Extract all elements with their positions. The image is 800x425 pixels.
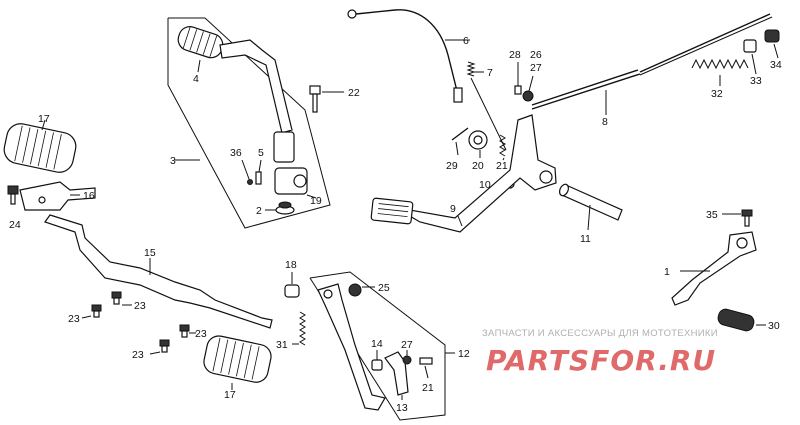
callout-4: 4	[193, 73, 199, 85]
part-34-nut	[764, 29, 780, 59]
callout-18: 18	[285, 259, 297, 271]
callout-19: 19	[310, 195, 322, 207]
part-21-pin-lower	[419, 357, 433, 379]
callout-1: 1	[664, 266, 670, 278]
callout-2: 2	[256, 205, 262, 217]
callout-17-upper: 17	[38, 113, 50, 125]
callout-23-a: 23	[134, 300, 146, 312]
callout-22: 22	[348, 87, 360, 99]
callout-6: 6	[463, 35, 469, 47]
part-27-nut-lower	[402, 350, 412, 365]
callout-36: 36	[230, 147, 242, 159]
callout-9: 9	[450, 203, 456, 215]
callout-11: 11	[580, 233, 591, 245]
watermark-logo: PARTSFOR.RU	[486, 344, 717, 377]
part-4-kick-arm	[177, 26, 295, 163]
part-20-washer	[468, 130, 488, 158]
callout-31: 31	[276, 339, 288, 351]
part-9-brake-pedal	[370, 114, 557, 233]
callout-28: 28	[509, 49, 521, 61]
part-6-cable	[347, 9, 470, 103]
callout-labels: 1 2 3 4 5 6 7 8 9 10 11 12 13 14 15 16 1…	[9, 35, 782, 414]
part-33-pivot	[743, 39, 757, 75]
part-13-bracket	[384, 351, 409, 400]
part-16-bracket	[19, 181, 96, 211]
callout-24: 24	[9, 219, 21, 231]
callout-27-upper: 27	[530, 62, 542, 74]
part-15-footpeg-bar	[44, 214, 273, 329]
part-1-shift-pedal	[671, 231, 757, 306]
callout-10: 10	[479, 179, 491, 191]
callout-12: 12	[458, 348, 470, 360]
part-7-spring	[466, 61, 507, 151]
callout-25: 25	[378, 282, 390, 294]
callout-23-d: 23	[132, 349, 144, 361]
callout-27-lower: 27	[401, 339, 413, 351]
callout-32: 32	[711, 88, 723, 100]
callout-23-b: 23	[68, 313, 80, 325]
watermark: ЗАПЧАСТИ И АКСЕССУАРЫ ДЛЯ МОТОТЕХНИКИ PA…	[482, 328, 782, 378]
callout-15: 15	[144, 247, 156, 259]
part-24-bolt	[7, 185, 19, 205]
callout-30: 30	[768, 320, 780, 332]
callout-33: 33	[750, 75, 762, 87]
callout-8: 8	[602, 116, 608, 128]
callout-29: 29	[446, 160, 458, 172]
callout-14: 14	[371, 338, 383, 350]
part-25-nut	[348, 283, 375, 297]
part-23-bolts	[81, 291, 196, 355]
part-11-shaft	[558, 183, 623, 231]
callout-20: 20	[472, 160, 484, 172]
part-36-ball	[241, 159, 253, 185]
part-5-pin	[255, 159, 262, 185]
part-30-shift-rubber	[717, 308, 766, 332]
callout-13: 13	[396, 402, 408, 414]
part-2-washer	[265, 201, 295, 215]
watermark-caption: ЗАПЧАСТИ И АКСЕССУАРЫ ДЛЯ МОТОТЕХНИКИ	[482, 328, 718, 339]
part-17-footpeg-rubber-upper	[3, 119, 77, 173]
part-14-pivot-bolt	[371, 350, 383, 371]
part-28-pin	[514, 62, 522, 95]
callout-34: 34	[770, 59, 782, 71]
part-8-brake-rod	[531, 13, 773, 115]
callout-5: 5	[258, 147, 264, 159]
callout-21-upper: 21	[496, 160, 508, 172]
callout-21-lower: 21	[422, 382, 434, 394]
callout-23-c: 23	[195, 328, 207, 340]
part-29-pin	[451, 127, 469, 156]
part-19-boss	[274, 167, 317, 199]
part-18-bolt	[284, 272, 300, 298]
callout-3: 3	[170, 155, 176, 167]
part-17-footpeg-rubber-lower	[203, 335, 272, 390]
part-26-27-nut	[522, 75, 534, 102]
group-12-outline	[309, 271, 455, 421]
callout-7: 7	[487, 67, 493, 79]
callout-16: 16	[83, 190, 95, 202]
part-31-spring	[292, 311, 306, 346]
part-32-spring	[691, 58, 749, 86]
part-35-bolt	[722, 209, 753, 227]
part-21-spring-upper	[499, 134, 506, 161]
callout-17-lower: 17	[224, 389, 236, 401]
part-12-side-stand	[317, 283, 386, 411]
part-22-bolt	[309, 85, 344, 113]
callout-26: 26	[530, 49, 542, 61]
callout-35: 35	[706, 209, 718, 221]
